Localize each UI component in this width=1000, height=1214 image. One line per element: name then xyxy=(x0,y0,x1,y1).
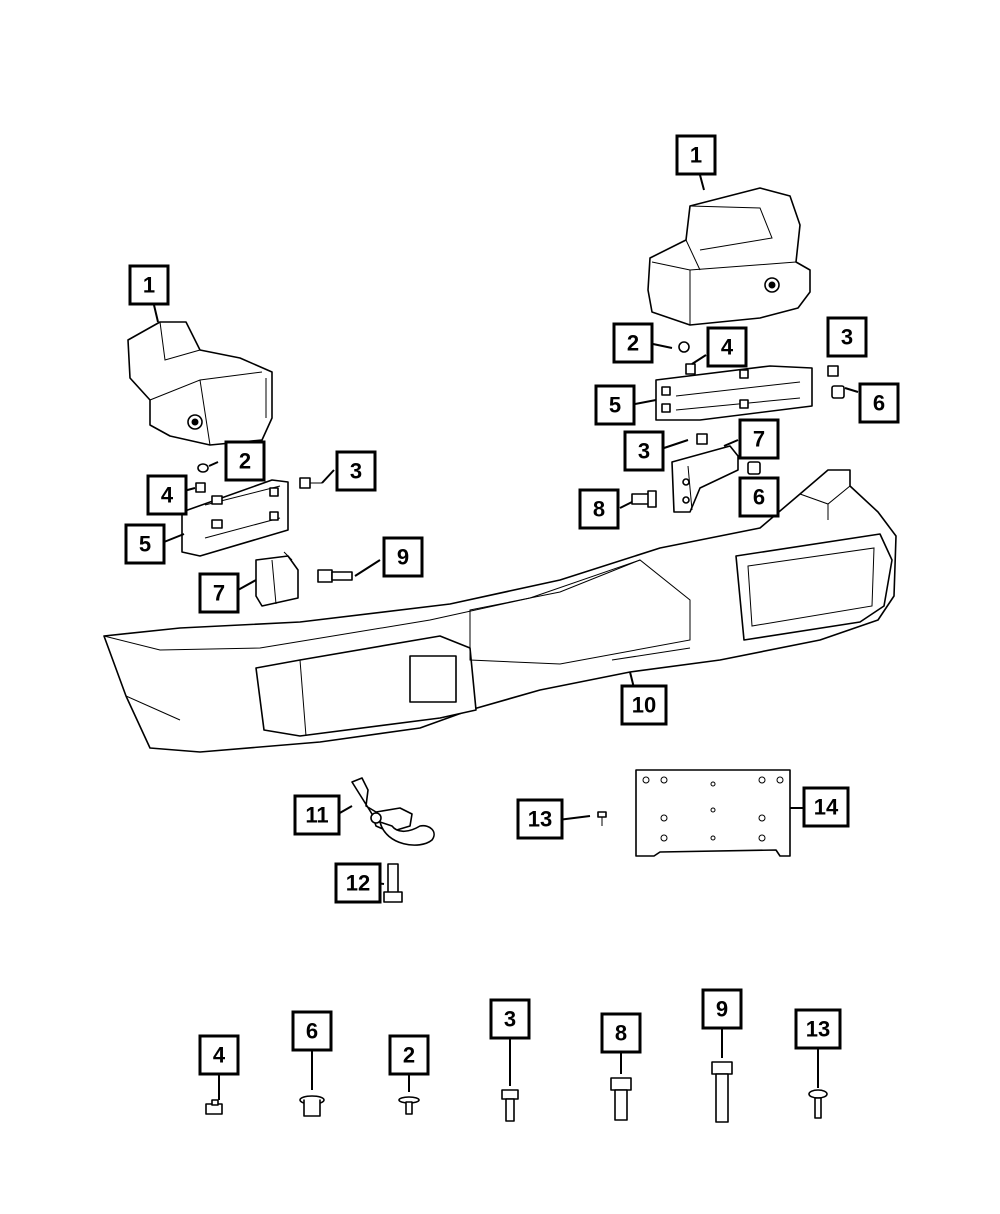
callout-12: 12 xyxy=(334,862,382,904)
svg-text:11: 11 xyxy=(305,803,328,828)
svg-text:2: 2 xyxy=(627,331,639,356)
part-8-bolt xyxy=(631,490,657,508)
part-2-right-pushpin xyxy=(678,341,690,353)
svg-text:7: 7 xyxy=(213,581,225,606)
legend-callout-8: 8 xyxy=(600,1012,642,1054)
callout-3-right-lower: 3 xyxy=(623,430,665,472)
svg-text:14: 14 xyxy=(814,795,839,820)
svg-text:8: 8 xyxy=(615,1021,627,1046)
part-4-left-clip xyxy=(195,482,206,493)
callout-4-left: 4 xyxy=(146,474,188,516)
callout-6-right-upper: 6 xyxy=(858,382,900,424)
svg-text:6: 6 xyxy=(753,485,765,510)
part-10-rear-bumper xyxy=(103,469,897,753)
part-14-license-plate-bracket xyxy=(635,769,791,857)
part-3-right-lower-bolt xyxy=(696,433,708,445)
callout-6-right-lower: 6 xyxy=(738,476,780,518)
callout-14: 14 xyxy=(802,786,850,828)
part-4-right-clip xyxy=(685,363,696,375)
svg-text:9: 9 xyxy=(397,545,409,570)
svg-text:5: 5 xyxy=(609,393,621,418)
callout-5-left: 5 xyxy=(124,523,166,565)
callout-10: 10 xyxy=(620,684,668,726)
callout-9: 9 xyxy=(382,536,424,578)
legend-part-4-clip xyxy=(205,1099,223,1115)
legend-callout-13: 13 xyxy=(794,1008,842,1050)
legend-part-2-pushpin xyxy=(398,1096,420,1115)
svg-text:6: 6 xyxy=(306,1019,318,1044)
part-1-right-bracket-cover xyxy=(647,187,811,326)
callout-4-right: 4 xyxy=(706,326,748,368)
part-1-left-bracket-cover xyxy=(127,321,273,446)
legend-callout-2: 2 xyxy=(388,1034,430,1076)
svg-text:12: 12 xyxy=(346,871,370,896)
callout-11: 11 xyxy=(293,794,341,836)
svg-text:1: 1 xyxy=(690,143,702,168)
svg-text:7: 7 xyxy=(753,427,765,452)
legend-part-9-long-bolt xyxy=(711,1061,733,1123)
callout-3-left: 3 xyxy=(335,450,377,492)
legend-callout-6: 6 xyxy=(291,1010,333,1052)
legend-callout-9: 9 xyxy=(701,988,743,1030)
callout-5-right: 5 xyxy=(594,384,636,426)
callout-13: 13 xyxy=(516,798,564,840)
svg-text:3: 3 xyxy=(638,439,650,464)
part-11-tow-hook xyxy=(351,777,435,846)
svg-text:8: 8 xyxy=(593,497,605,522)
callout-1-left: 1 xyxy=(128,264,170,306)
part-6-right-lower-nut xyxy=(747,461,761,475)
part-7-left-mount-bracket xyxy=(255,551,299,607)
svg-text:3: 3 xyxy=(841,325,853,350)
part-9-long-bolt xyxy=(317,569,353,583)
hardware-legend: 4 6 2 3 xyxy=(198,988,842,1123)
callout-1-right: 1 xyxy=(675,134,717,176)
callout-8: 8 xyxy=(578,488,620,530)
legend-part-3-bolt xyxy=(501,1089,519,1122)
svg-text:5: 5 xyxy=(139,532,151,557)
part-7-right-mount-bracket xyxy=(671,445,739,513)
callout-2-left: 2 xyxy=(224,440,266,482)
legend-callout-4: 4 xyxy=(198,1034,240,1076)
part-6-right-upper-nut xyxy=(831,385,845,399)
legend-part-8-bolt xyxy=(610,1077,632,1121)
callout-7-right: 7 xyxy=(738,418,780,460)
callout-7-left: 7 xyxy=(198,572,240,614)
svg-text:6: 6 xyxy=(873,391,885,416)
svg-text:2: 2 xyxy=(403,1043,415,1068)
part-12-bolt xyxy=(383,863,403,903)
svg-text:13: 13 xyxy=(806,1017,830,1042)
part-3-left-bolt xyxy=(299,477,322,489)
svg-text:3: 3 xyxy=(504,1007,516,1032)
part-5-left-bracket-plate xyxy=(181,479,289,557)
part-13-screw xyxy=(597,811,607,826)
svg-text:1: 1 xyxy=(143,273,155,298)
part-3-right-upper-bolt xyxy=(827,365,839,377)
svg-text:4: 4 xyxy=(213,1043,226,1068)
svg-text:4: 4 xyxy=(161,483,174,508)
leader-lines xyxy=(153,174,859,885)
svg-text:10: 10 xyxy=(632,693,656,718)
svg-text:3: 3 xyxy=(350,459,362,484)
part-2-left-pushpin xyxy=(197,463,209,473)
svg-text:4: 4 xyxy=(721,335,734,360)
legend-part-13-screw xyxy=(808,1089,828,1119)
svg-text:13: 13 xyxy=(528,807,552,832)
legend-callout-3: 3 xyxy=(489,998,531,1040)
legend-part-6-nut xyxy=(299,1095,325,1117)
callout-3-right-upper: 3 xyxy=(826,316,868,358)
svg-text:2: 2 xyxy=(239,449,251,474)
svg-text:9: 9 xyxy=(716,997,728,1022)
callout-2-right: 2 xyxy=(612,322,654,364)
part-5-right-bracket-plate xyxy=(655,365,813,421)
